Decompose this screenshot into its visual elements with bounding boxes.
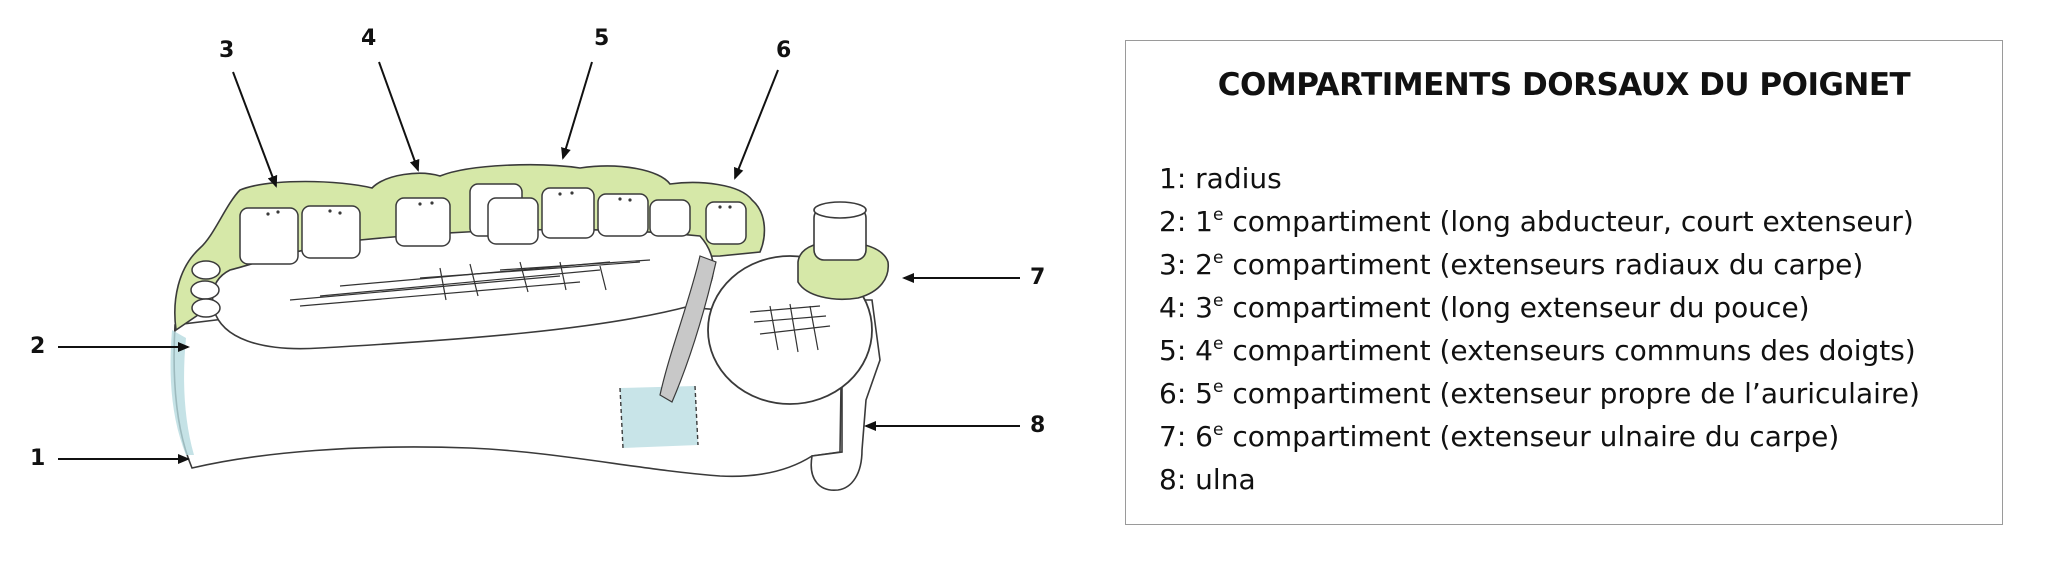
legend-box: COMPARTIMENTS DORSAUX DU POIGNET 1: radi…	[1125, 40, 2003, 525]
legend-item: 3: 2e compartiment (extenseurs radiaux d…	[1159, 248, 1864, 281]
arrow-5	[561, 61, 593, 160]
callout-2: 2	[30, 334, 46, 359]
legend-title: COMPARTIMENTS DORSAUX DU POIGNET	[1217, 67, 1911, 103]
callout-6: 6	[776, 38, 792, 63]
wrist-cross-section-illustration	[58, 61, 1020, 491]
arrow-3	[232, 71, 278, 188]
arrow-4	[378, 61, 420, 172]
legend-item: 5: 4e compartiment (extenseurs communs d…	[1159, 334, 1916, 367]
callout-8: 8	[1030, 413, 1046, 438]
callout-7: 7	[1030, 265, 1046, 290]
arrow-6	[734, 69, 779, 180]
legend-list: 1: radius 2: 1e compartiment (long abduc…	[1159, 157, 1920, 501]
legend-item: 6: 5e compartiment (extenseur propre de …	[1159, 377, 1920, 410]
callout-4: 4	[361, 26, 377, 51]
ulnar-groove	[659, 255, 717, 403]
legend-item: 8: ulna	[1159, 463, 1256, 496]
interosseous-band	[620, 386, 698, 448]
callout-1: 1	[30, 446, 46, 471]
radial-side-band	[170, 330, 194, 455]
callout-3: 3	[219, 38, 235, 63]
legend-item: 1: radius	[1159, 162, 1282, 195]
legend-item: 4: 3e compartiment (long extenseur du po…	[1159, 291, 1810, 324]
callout-5: 5	[594, 26, 610, 51]
legend-item: 2: 1e compartiment (long abducteur, cour…	[1159, 205, 1914, 238]
legend-item: 7: 6e compartiment (extenseur ulnaire du…	[1159, 420, 1840, 453]
